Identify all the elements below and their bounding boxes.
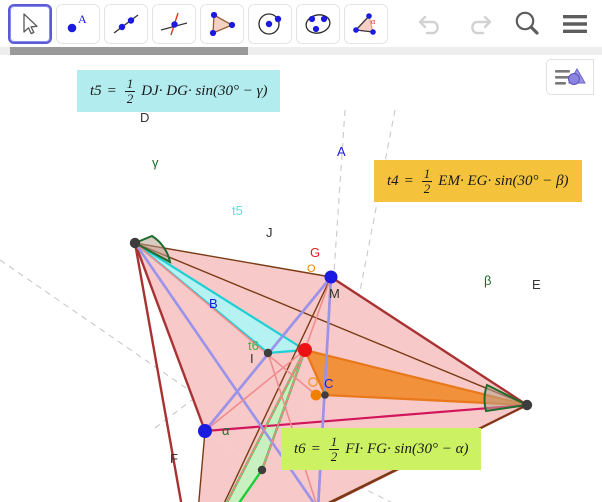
point-M[interactable]	[321, 391, 329, 399]
point-D[interactable]	[129, 237, 141, 249]
redo-arrow-icon	[471, 15, 492, 35]
undo-arrow-icon	[418, 15, 439, 35]
formula-t5-lhs: t5	[90, 82, 102, 99]
angle-tool[interactable]: α	[344, 4, 388, 44]
orange-triangle-t4	[303, 348, 528, 407]
menu-button[interactable]	[558, 7, 592, 41]
formula-t5-rhs: DJ· DG· sin(30° − γ)	[141, 82, 268, 99]
toolbar-scrollbar-thumb[interactable]	[10, 47, 248, 55]
point-B[interactable]	[198, 424, 212, 438]
svg-text:α: α	[371, 17, 376, 26]
point-J[interactable]	[263, 348, 273, 358]
formula-t6-numerator: 1	[328, 434, 340, 450]
ellipse-tool[interactable]	[296, 4, 340, 44]
hamburger-menu-icon	[563, 15, 587, 33]
formula-t4-numerator: 1	[421, 166, 433, 182]
formula-t4-denominator: 2	[423, 180, 431, 196]
circle-center-point-icon	[258, 13, 282, 35]
formula-t6-lhs: t6	[294, 440, 306, 457]
perpendicular-line-icon	[160, 12, 188, 36]
toolbar: A	[0, 0, 602, 48]
formula-t5-equals: =	[106, 82, 117, 99]
tool-group: A	[0, 4, 388, 44]
formula-t4-equals: =	[403, 172, 414, 189]
triangle-polygon-icon	[209, 11, 236, 37]
point-G[interactable]	[298, 343, 312, 357]
formula-t5-fraction: 1 2	[124, 76, 136, 106]
toolbar-actions	[414, 0, 592, 48]
angle-arcs	[132, 234, 531, 413]
formula-t6-denominator: 2	[330, 448, 338, 464]
formula-t4-rhs: EM· EG· sin(30° − β)	[438, 172, 569, 189]
formula-t5-denominator: 2	[126, 90, 134, 106]
formula-t6-equals: =	[310, 440, 321, 457]
formula-box-t6[interactable]: t6 = 1 2 FI· FG· sin(30° − α)	[281, 428, 482, 471]
angle-beta-arc	[483, 383, 531, 413]
circle-tool[interactable]	[248, 4, 292, 44]
formula-t6-fraction: 1 2	[328, 434, 340, 464]
point-I[interactable]	[257, 465, 267, 475]
move-tool[interactable]	[8, 4, 52, 44]
formula-t5-numerator: 1	[124, 76, 136, 92]
formula-t4-fraction: 1 2	[421, 166, 433, 196]
angle-measure-icon: α	[353, 13, 376, 35]
line-through-two-points-icon	[113, 14, 139, 34]
point-tool[interactable]: A	[56, 4, 100, 44]
undo-button[interactable]	[414, 7, 448, 41]
point-E[interactable]	[521, 399, 533, 411]
redo-button[interactable]	[462, 7, 496, 41]
magnifier-icon	[515, 11, 539, 35]
point-O-hollow[interactable]	[307, 376, 318, 387]
style-bar-button[interactable]	[546, 59, 594, 95]
formula-t4-lhs: t4	[387, 172, 399, 189]
figure-points	[129, 237, 533, 475]
formula-t6-rhs: FI· FG· sin(30° − α)	[345, 440, 469, 457]
point-with-label-icon: A	[67, 12, 87, 33]
angle-gamma-arc	[132, 234, 172, 264]
cursor-arrow-icon	[23, 13, 38, 35]
polygon-tool[interactable]	[200, 4, 244, 44]
perpendicular-line-tool[interactable]	[152, 4, 196, 44]
line-tool[interactable]	[104, 4, 148, 44]
ellipse-three-points-icon	[305, 14, 331, 34]
svg-text:A: A	[78, 12, 87, 26]
toolbar-scrollbar-track[interactable]	[0, 47, 602, 55]
style-bar-icon	[555, 67, 586, 85]
geometry-canvas[interactable]: D A J G O M B I C F E γ β α t5 t4 t6	[0, 55, 602, 502]
point-A[interactable]	[324, 270, 338, 284]
formula-box-t5[interactable]: t5 = 1 2 DJ· DG· sin(30° − γ)	[77, 70, 281, 113]
search-button[interactable]	[510, 7, 544, 41]
point-O[interactable]	[310, 389, 322, 401]
formula-box-t4[interactable]: t4 = 1 2 EM· EG· sin(30° − β)	[374, 160, 582, 203]
